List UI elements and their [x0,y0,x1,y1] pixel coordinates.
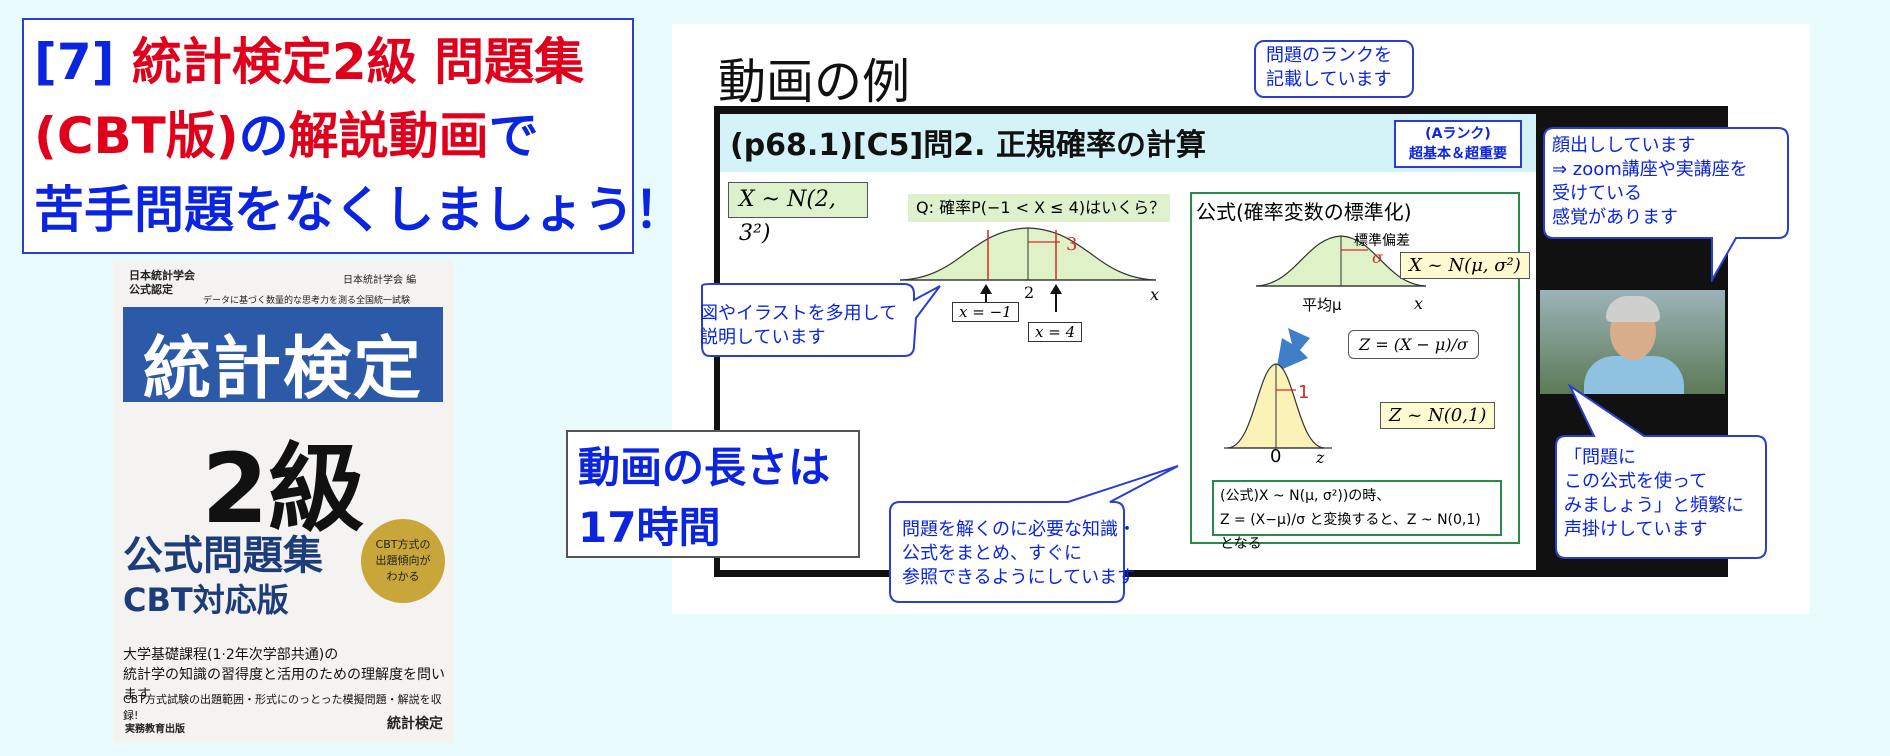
rank-note-bubble [1254,40,1414,98]
presenter-camera [1540,290,1725,394]
face-bubble-shape [1543,127,1789,282]
down-arrow-icon [1276,328,1310,372]
face-line1: 顔出ししています [1552,135,1696,156]
book-desc3: CBT方式試験の出題範囲・形式にのっとった模擬問題・解説を収録! [123,693,442,722]
rank-line2: 超基本＆超重要 [1409,146,1507,162]
rank-note-line1: 問題のランクを [1266,45,1392,66]
formula-panel [1190,192,1520,544]
face-line4: 感覚があります [1552,207,1678,228]
zero-label: 0 [1270,446,1282,467]
rank-badge: (Aランク) 超基本＆超重要 [1394,120,1522,168]
book-logo: 統計検定 [387,716,443,732]
rank-note-line2: 記載しています [1266,69,1392,90]
knowledge-line1: 問題を解くのに必要な知識・ [902,519,1136,540]
book-subtitle1: 公式問題集 [123,533,323,579]
book-desc2: 統計学の知識の習得度と活用のための理解度を問います [123,667,445,703]
lower-bound-box: x = −1 [952,302,1019,322]
illust-bubble-shape [701,283,941,357]
sigma-label: σ [1372,248,1383,267]
formula-title: 公式(確率変数の標準化) [1196,200,1412,224]
face-line2: ⇒ zoom講座や実講座を [1552,159,1748,180]
book-badge: CBT方式の 出題傾向が わかる [361,519,445,603]
length-text: 動画の長さは 17時間 [578,438,830,558]
std-label: 標準偏差 [1354,233,1410,249]
rank-note-text: 問題のランクを記載しています [1266,44,1392,92]
upper-bound-box: x = 4 [1028,322,1083,342]
knowledge-bubble [889,465,1179,603]
face-text: 顔出ししています ⇒ zoom講座や実講座を受けている感覚があります [1552,134,1748,230]
z-curve-diagram [1224,363,1332,449]
headline-no: の [238,107,289,165]
one-label: 1 [1298,382,1310,403]
length-line2: 17時間 [578,503,721,552]
slide-title: (p68.1)[C5]問2. 正規確率の計算 [730,128,1206,163]
illust-bubble [701,283,941,357]
lower-arrowhead [980,284,992,294]
presenter-shirt [1584,356,1684,394]
mean-mu-label: 平均μ [1302,296,1342,314]
distribution-box: X ~ N(2, 3²) [728,182,868,246]
book-assoc: 日本統計学会 公式認定 [129,269,195,296]
question-box: Q: 確率P(−1 < X ≤ 4)はいくら？ [908,194,1170,222]
knowledge-bubble-shape [889,465,1179,603]
illust-line1: 図やイラストを多用して [700,303,898,324]
headline-prefix: [7] [34,33,132,91]
mean-label: 2 [1024,283,1034,302]
knowledge-line3: 参照できるようにしています [902,567,1136,588]
z-formula-box: Z = (X − μ)/σ [1348,330,1479,359]
down-arrow-shape [1276,328,1310,372]
call-bubble-shape [1555,384,1767,559]
headline-cbt: (CBT版) [34,107,239,165]
upper-arrowhead [1050,284,1062,294]
z-axis-label: z [1316,448,1325,467]
formula-line1: (公式)X ~ N(μ, σ²))の時、 [1220,488,1391,504]
illust-text: 図やイラストを多用して説明しています [700,302,897,350]
book-editor: 日本統計学会 編 [343,275,417,286]
standard-x-label: x [1414,294,1424,313]
headline-line3: 苦手問題をなくしましょう！ [34,181,684,239]
book-grade: 2級 [201,433,365,545]
z-std-box: Z ~ N(0,1) [1380,402,1496,429]
face-bubble [1543,127,1789,282]
sd-label: 3 [1066,234,1077,255]
headline-box: [7] 統計検定2級 問題集 (CBT版)の解説動画で 苦手問題をなくしましょう… [22,18,684,254]
book-title-bar [123,307,443,402]
call-line4: 声掛けしています [1564,519,1708,540]
length-line1: 動画の長さは [578,443,831,492]
book-motto: データに基づく数量的な思考力を測る全国統一試験 [203,296,411,306]
call-bubble [1555,384,1767,559]
formula-summary: (公式)X ~ N(μ, σ²))の時、 Z = (X−μ)/σ と変換すると、Z… [1212,480,1502,552]
knowledge-text: 問題を解くのに必要な知識・公式をまとめ、すぐに参照できるようにしています [902,518,1136,590]
book-desc: 大学基礎課程(1·2年次学部共通)の統計学の知識の習得度と活用のための理解度を問… [123,645,445,705]
book-title: 統計検定 [142,330,423,409]
knowledge-line2: 公式をまとめ、すぐに [902,543,1082,564]
headline-line1: [7] 統計検定2級 問題集 [34,32,584,92]
headline-de: で [488,107,539,165]
formula-line2: Z = (X−μ)/σ と変換すると、Z ~ N(0,1)となる [1220,512,1481,552]
headline-video: 解説動画 [288,107,489,165]
rank-line1: (Aランク) [1425,126,1491,142]
presenter-hair [1606,296,1660,322]
length-box [566,430,860,558]
book-desc1: 大学基礎課程(1·2年次学部共通)の [123,647,339,663]
book-publisher: 実務教育出版 [125,724,185,735]
normal-curve-diagram: 3 2 x [900,227,1159,312]
x-axis-label: x [1150,285,1159,304]
call-line3: みましょう」と頻繁に [1564,495,1744,516]
headline-title: 統計検定2級 問題集 [131,33,585,91]
xn-mu-box: X ~ N(μ, σ²) [1400,252,1530,279]
face-line3: 受けている [1552,183,1642,204]
book-subtitle2: CBT対応版 [123,581,289,619]
headline-line2: (CBT版)の解説動画で [34,106,539,166]
call-line2: この公式を使って [1564,471,1708,492]
example-title: 動画の例 [718,54,911,110]
call-text: 「問題にこの公式を使ってみましょう」と頻繁に声掛けしています [1564,446,1744,542]
call-line1: 「問題に [1564,447,1636,468]
illust-line2: 説明しています [700,327,826,348]
book-cover: 日本統計学会 公式認定 日本統計学会 編 データに基づく数量的な思考力を測る全国… [113,261,453,743]
